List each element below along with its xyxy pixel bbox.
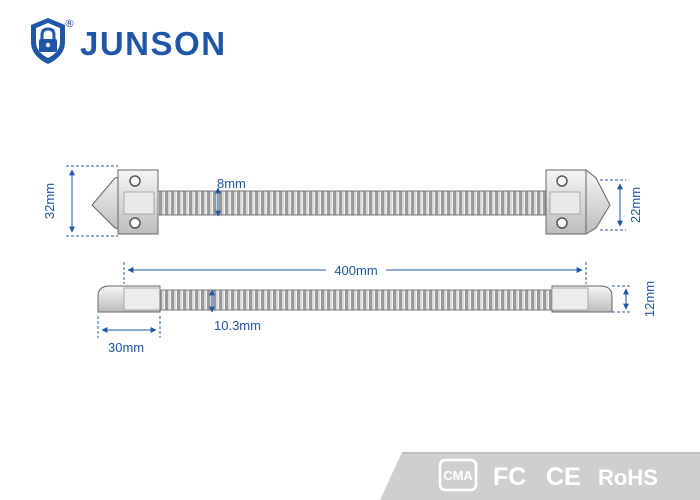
height-dimension-label: 32mm [42, 183, 57, 219]
brand-name: JUNSON [80, 25, 227, 62]
cma-icon: CMA [438, 458, 478, 492]
left-end-connector-side [97, 285, 161, 313]
flexible-conduit-top [157, 190, 547, 216]
flexible-conduit-side [159, 289, 553, 311]
rohs-badge: RoHS [598, 465, 658, 490]
svg-text:CMA: CMA [443, 468, 473, 483]
length-dimension-label: 400mm [334, 263, 377, 278]
diameter-dimension-label: 10.3mm [214, 318, 261, 333]
ce-badge: CE [546, 463, 581, 491]
certification-banner [0, 452, 700, 500]
registered-mark: ® [64, 17, 75, 30]
right-end-connector-side [551, 285, 613, 313]
fcc-badge: FC [493, 463, 526, 491]
right-end-connector-top [545, 168, 611, 235]
right-height-dimension-label: 22mm [628, 187, 643, 223]
certification-badges: CMA FC CE RoHS [438, 458, 658, 492]
wire-dimension-label: 8mm [217, 176, 246, 191]
left-end-connector-top [91, 169, 159, 235]
side-height-dimension-label: 12mm [642, 281, 657, 317]
shield-padlock-icon [31, 18, 65, 64]
end-width-dimension-label: 30mm [108, 340, 144, 355]
